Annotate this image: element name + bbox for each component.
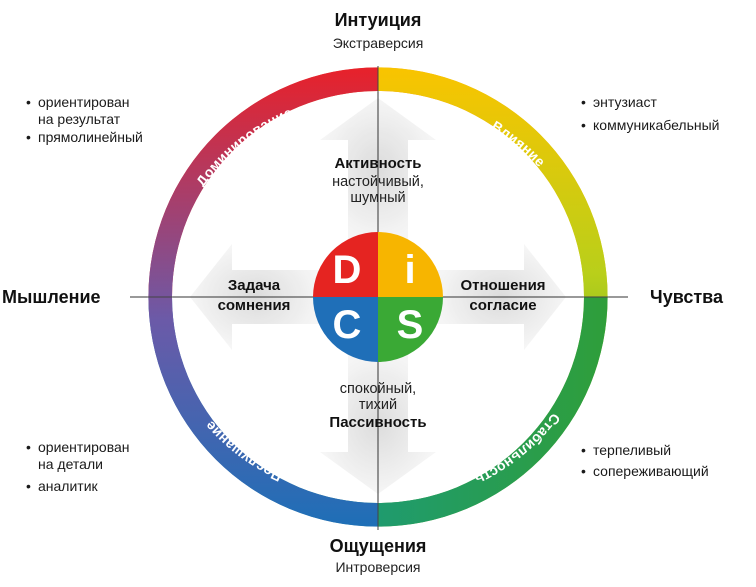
letter-d: D [333, 248, 362, 292]
inner-left-line-1: Задача [228, 277, 281, 294]
bullet-icon: • [581, 117, 586, 133]
bullet-icon: • [26, 439, 31, 455]
quadrant-s [378, 297, 443, 362]
letter-i: i [404, 248, 415, 292]
bullet-icon: • [26, 478, 31, 494]
axis-top-subtitle: Экстраверсия [333, 35, 424, 51]
bullet-icon: • [26, 129, 31, 145]
traits-s: • терпеливый • сопереживающий [581, 442, 709, 479]
ring-left-segment [148, 67, 378, 527]
bullet-icon: • [581, 463, 586, 479]
axis-bottom-title: Ощущения [330, 536, 427, 556]
bullet-icon: • [581, 442, 586, 458]
axis-top-title: Интуиция [335, 10, 422, 30]
inner-top-title: Активность [334, 155, 421, 172]
trait-s-2: сопереживающий [593, 463, 709, 479]
quadrant-i [378, 232, 443, 297]
quadrant-d [313, 232, 378, 297]
axis-right-title: Чувства [650, 287, 724, 307]
letter-s: S [397, 303, 424, 347]
trait-c-3: аналитик [38, 478, 99, 494]
disc-center-circle: D i C S [313, 232, 443, 362]
letter-c: C [333, 303, 362, 347]
bullet-icon: • [581, 94, 586, 110]
inner-right-line-2: согласие [469, 297, 536, 314]
trait-d-2: на результат [38, 111, 121, 127]
trait-d-3: прямолинейный [38, 129, 143, 145]
trait-d-1: ориентирован [38, 94, 130, 110]
inner-right-line-1: Отношения [460, 277, 545, 294]
trait-s-1: терпеливый [593, 442, 671, 458]
trait-c-1: ориентирован [38, 439, 130, 455]
axis-bottom-subtitle: Интроверсия [335, 559, 420, 575]
trait-i-1: энтузиаст [593, 94, 657, 110]
inner-bottom-title: Пассивность [329, 414, 426, 431]
traits-i: • энтузиаст • коммуникабельный [581, 94, 720, 133]
traits-c: • ориентирован на детали • аналитик [26, 439, 130, 494]
bullet-icon: • [26, 94, 31, 110]
inner-bottom-line-1: спокойный, [340, 381, 416, 397]
inner-left-line-2: сомнения [218, 297, 291, 314]
quadrant-c [313, 297, 378, 362]
trait-c-2: на детали [38, 456, 103, 472]
trait-i-2: коммуникабельный [593, 117, 720, 133]
inner-top-line-2: шумный [350, 190, 405, 206]
inner-bottom-line-2: тихий [359, 397, 397, 413]
traits-d: • ориентирован на результат • прямолиней… [26, 94, 143, 145]
axis-left-title: Мышление [2, 287, 101, 307]
inner-top-line-1: настойчивый, [332, 174, 424, 190]
